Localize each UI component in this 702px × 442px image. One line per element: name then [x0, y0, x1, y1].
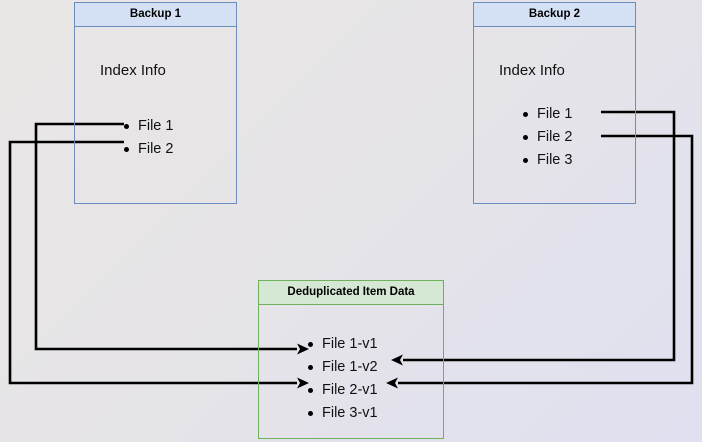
- list-item[interactable]: File 1: [123, 115, 173, 138]
- list-item[interactable]: File 1: [522, 103, 572, 126]
- list-item[interactable]: File 1-v1: [307, 333, 378, 356]
- node-backup-2-index-label: Index Info: [499, 62, 565, 79]
- list-item[interactable]: File 1-v2: [307, 356, 378, 379]
- node-backup-2-file-list: File 1 File 2 File 3: [522, 103, 572, 172]
- node-backup-2[interactable]: Backup 2 Index Info File 1 File 2 File 3: [473, 2, 636, 204]
- node-backup-1-body: Index Info File 1 File 2: [75, 27, 236, 203]
- list-item[interactable]: File 3-v1: [307, 402, 378, 425]
- node-backup-1-file-list: File 1 File 2: [123, 115, 173, 161]
- node-backup-1[interactable]: Backup 1 Index Info File 1 File 2: [74, 2, 237, 204]
- node-deduplicated-item-data-file-list: File 1-v1 File 1-v2 File 2-v1 File 3-v1: [307, 333, 378, 425]
- node-backup-2-body: Index Info File 1 File 2 File 3: [474, 27, 635, 203]
- list-item[interactable]: File 2: [123, 138, 173, 161]
- list-item[interactable]: File 2: [522, 126, 572, 149]
- list-item[interactable]: File 3: [522, 149, 572, 172]
- node-deduplicated-item-data[interactable]: Deduplicated Item Data File 1-v1 File 1-…: [258, 280, 444, 439]
- node-backup-2-title: Backup 2: [474, 3, 635, 27]
- node-deduplicated-item-data-title: Deduplicated Item Data: [259, 281, 443, 305]
- list-item[interactable]: File 2-v1: [307, 379, 378, 402]
- node-backup-1-title: Backup 1: [75, 3, 236, 27]
- node-backup-1-index-label: Index Info: [100, 62, 166, 79]
- node-deduplicated-item-data-body: File 1-v1 File 1-v2 File 2-v1 File 3-v1: [259, 305, 443, 438]
